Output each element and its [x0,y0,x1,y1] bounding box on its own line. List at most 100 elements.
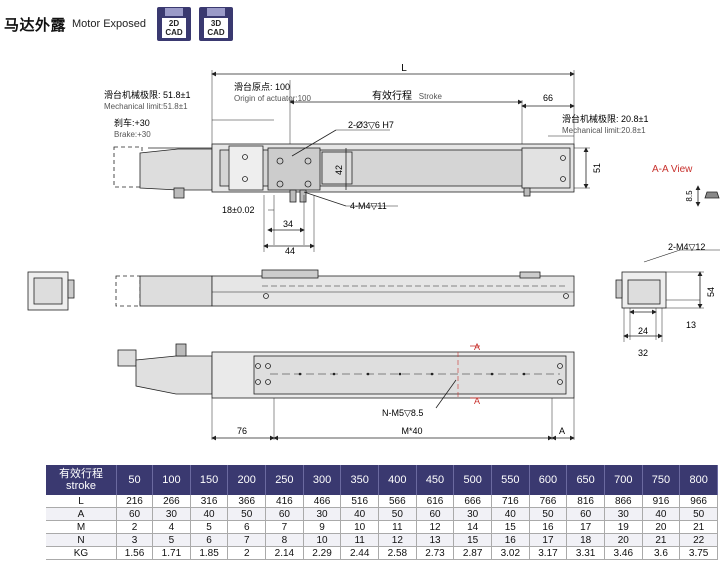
bottom-view [117,343,575,441]
table-cell: 6 [227,520,267,534]
table-cell: 2.29 [303,546,342,560]
stroke-header-cn: 有效行程 [59,468,103,480]
thread-m4-11: 4-M4▽11 [350,201,387,211]
stroke-col-header: 350 [340,465,380,495]
stroke-col-header: 750 [642,465,681,495]
side-view [27,249,720,342]
stroke-col-header: 800 [679,465,718,495]
row-label: M [46,520,117,534]
section-a-bottom: A [474,396,480,406]
cad-2d-label-top: 2D [168,19,180,28]
table-cell: 10 [303,533,342,547]
table-cell: 416 [265,495,304,508]
stroke-col-header: 300 [303,465,342,495]
table-cell: 3.6 [642,546,681,560]
table-cell: 60 [416,507,455,521]
row-label: N [46,533,117,547]
stroke-cn: 有效行程 [372,89,412,102]
thread-nm5: N-M5▽8.5 [382,408,423,418]
top-view [113,70,720,252]
table-cell: 516 [340,495,380,508]
table-cell: 15 [491,520,530,534]
stroke-header: 有效行程 stroke [46,465,117,495]
cad-3d-label-top: 3D [210,19,222,28]
stroke-col-header: 150 [190,465,229,495]
table-cell: 18 [566,533,605,547]
dim-13: 13 [686,320,696,330]
table-cell: 3 [116,533,154,547]
table-cell: 8 [265,533,304,547]
technical-drawing: L 滑台原点: 100 Origin of actuator:100 有效行程 … [27,63,720,441]
dim-L: L [401,63,407,74]
table-cell: 7 [227,533,267,547]
cad-3d-button[interactable]: 3D CAD [198,6,234,42]
table-cell: 16 [529,520,568,534]
thread-m4-12: 2-M4▽12 [668,242,705,252]
origin-cn: 滑台原点: 100 [234,81,290,92]
floppy-icon [199,7,233,41]
table-cell: 2.87 [453,546,492,560]
table-cell: 60 [566,507,605,521]
cad-2d-label-bottom: CAD [165,28,183,37]
dim-66: 66 [543,93,553,103]
table-cell: 2.58 [378,546,417,560]
table-cell: 50 [227,507,267,521]
table-cell: 3.75 [679,546,718,560]
stroke-header-en: stroke [66,480,96,492]
brake-en: Brake:+30 [114,130,151,139]
stroke-col-header: 500 [453,465,492,495]
bottom-holes [298,372,526,376]
stroke-col-header: 600 [529,465,568,495]
table-cell: 716 [491,495,530,508]
dim-44: 44 [285,246,295,256]
stroke-col-header: 400 [378,465,417,495]
table-cell: 60 [265,507,304,521]
dim-32: 32 [638,348,648,358]
aa-view-label: A-A View [652,164,693,175]
cad-2d-button[interactable]: 2D CAD [156,6,192,42]
floppy-icon [157,7,191,41]
table-cell: 2 [227,546,267,560]
table-cell: 3.02 [491,546,530,560]
svg-text:有效行程 Stroke: 有效行程 Stroke [372,89,442,102]
table-cell: 5 [190,520,229,534]
table-cell: 30 [604,507,643,521]
dim-34: 34 [283,219,293,229]
dim-54: 54 [706,287,716,297]
stroke-col-header: 250 [265,465,304,495]
table-cell: 316 [190,495,229,508]
dim-76: 76 [237,426,247,436]
table-cell: 21 [642,533,681,547]
table-cell: 17 [529,533,568,547]
table-cell: 616 [416,495,455,508]
table-cell: 816 [566,495,605,508]
dim-51: 51 [592,163,602,173]
section-a-top: A [474,342,480,352]
table-cell: 22 [679,533,718,547]
table-cell: 16 [491,533,530,547]
table-cell: 10 [340,520,380,534]
table-cell: 566 [378,495,417,508]
mech-left-cn: 滑台机械极限: 51.8±1 [104,89,190,100]
table-cell: 40 [491,507,530,521]
table-cell: 2.73 [416,546,455,560]
table-cell: 6 [190,533,229,547]
table-cell: 13 [416,533,455,547]
brake-cn: 刹车:+30 [114,117,150,128]
table-cell: 216 [116,495,154,508]
table-cell: 21 [679,520,718,534]
stroke-col-header: 200 [227,465,267,495]
table-cell: 2.44 [340,546,380,560]
table-cell: 19 [604,520,643,534]
row-label: KG [46,546,117,560]
dim-18: 18±0.02 [222,205,254,215]
table-cell: 12 [378,533,417,547]
row-label: A [46,507,117,521]
table-cell: 266 [152,495,191,508]
dim-24: 24 [638,326,648,336]
